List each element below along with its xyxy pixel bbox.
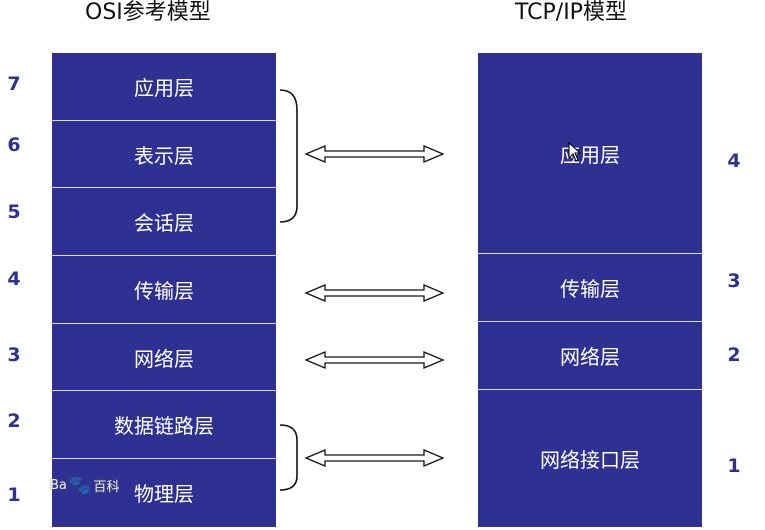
mouse-cursor-icon [568,142,582,162]
tcpip-layer-number-1: 1 [727,455,741,477]
osi-layer-number-6: 6 [7,134,21,156]
tcpip-layer-number-4: 4 [727,150,741,172]
osi-layer-number-3: 3 [7,344,21,366]
paw-icon: 🐾 [68,475,92,496]
tcpip-layer-stack: 应用层 传输层 网络层 网络接口层 [478,53,702,527]
brace-lower-two-layers [279,424,298,491]
osi-layer-transport: 传输层 [52,256,276,324]
tcpip-model-title: TCP/IP模型 [515,0,627,25]
osi-layer-session: 会话层 [52,188,276,257]
osi-layer-number-1: 1 [7,484,21,506]
brace-upper-three-layers [279,89,298,223]
osi-layer-stack: 应用层 表示层 会话层 传输层 网络层 数据链路层 物理层 [52,53,276,527]
osi-layer-presentation: 表示层 [52,120,276,189]
tcpip-layer-number-3: 3 [727,270,741,292]
osi-layer-number-2: 2 [7,410,21,432]
tcpip-layer-application: 应用层 [478,53,702,254]
tcpip-layer-number-2: 2 [727,344,741,366]
watermark-left-text: Ba [50,478,67,493]
double-arrow-network-interface [304,449,445,467]
osi-layer-application: 应用层 [52,53,276,121]
osi-layer-network: 网络层 [52,323,276,392]
double-arrow-transport [304,284,445,302]
tcpip-layer-transport: 传输层 [478,254,702,322]
osi-layer-data-link: 数据链路层 [52,391,276,460]
osi-layer-physical: 物理层 [52,459,276,527]
tcpip-layer-network: 网络层 [478,322,702,390]
baidu-baike-watermark: Ba 🐾 百科 [50,475,119,496]
osi-model-title: OSI参考模型 [85,0,211,25]
double-arrow-application [304,145,445,163]
watermark-right-text: 百科 [93,480,120,495]
osi-layer-number-5: 5 [7,201,21,223]
tcpip-layer-network-interface: 网络接口层 [478,390,702,527]
osi-layer-number-7: 7 [7,73,21,95]
osi-layer-number-4: 4 [7,268,21,290]
double-arrow-network [304,351,445,369]
